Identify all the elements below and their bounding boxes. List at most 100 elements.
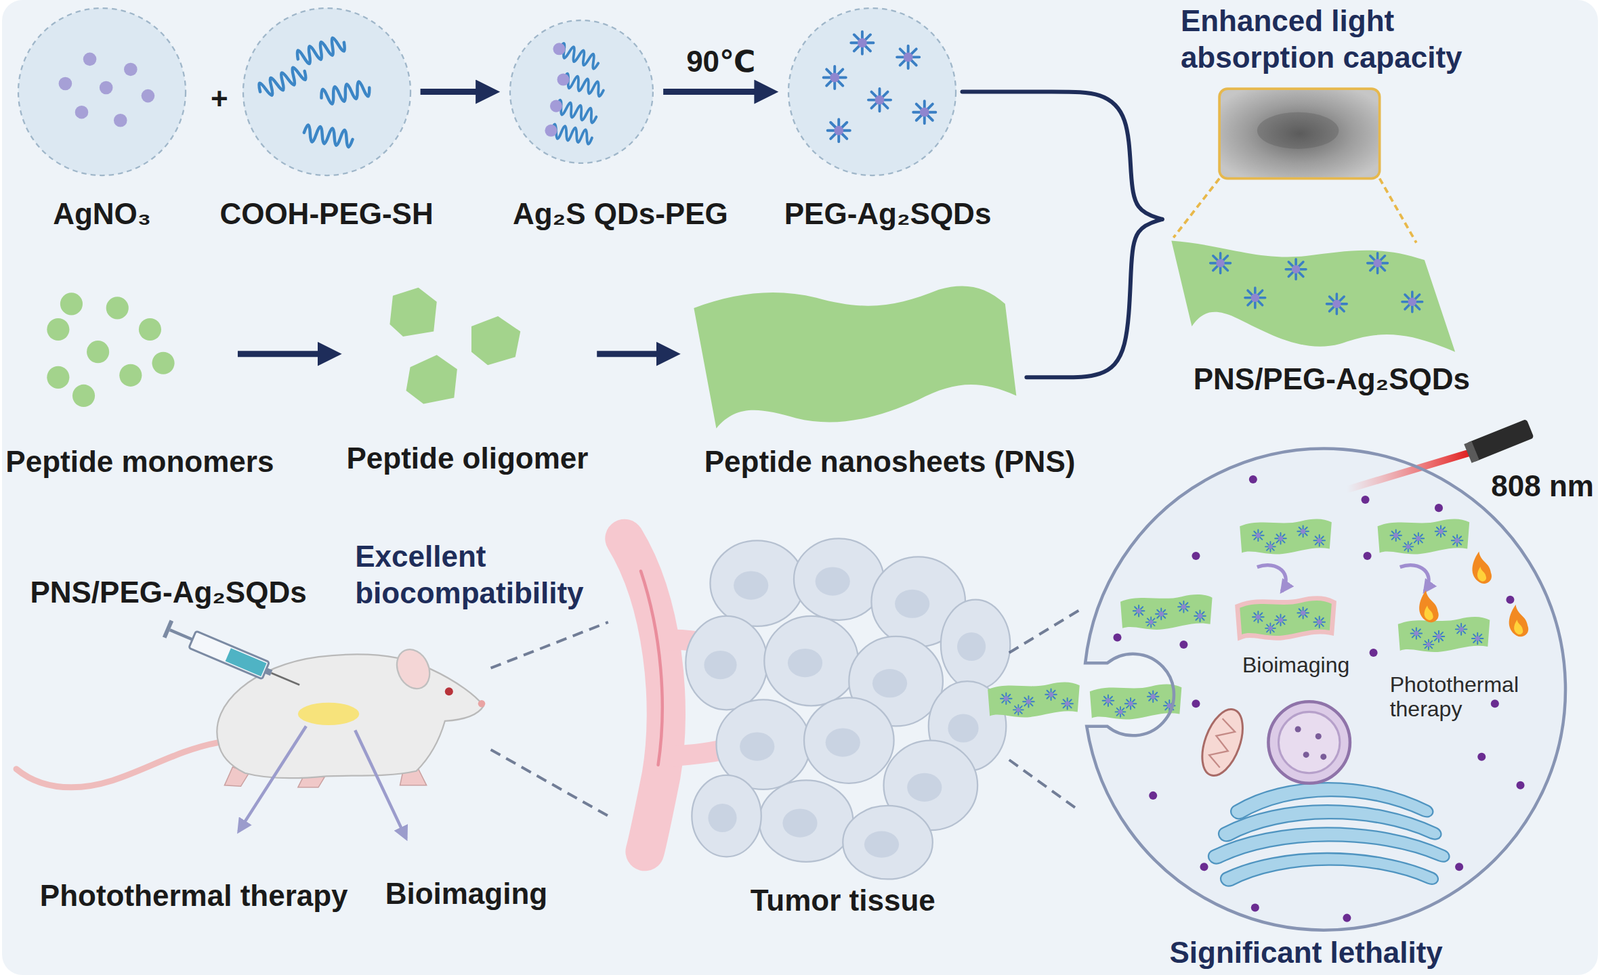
peptide-monomer (46, 366, 70, 389)
tumor-cell (764, 616, 859, 707)
nanosheet-particle (1239, 600, 1332, 637)
peg-chain (295, 34, 347, 67)
composite-nanosheet (1245, 287, 1266, 309)
silver-ion (1251, 904, 1260, 913)
nucleus (1295, 726, 1302, 733)
tumor-cell (759, 780, 854, 863)
silver-ion (1455, 862, 1464, 872)
node-label: Bioimaging (1242, 653, 1350, 679)
nanosheet-particle (1398, 617, 1491, 653)
peptide-monomer (46, 318, 70, 341)
peptide-oligomer (406, 354, 458, 404)
node-label: Tumor tissue (750, 883, 936, 919)
laser (1463, 440, 1479, 463)
product-circle: Ag₂S QDs-PEG (510, 20, 654, 164)
quantum-dot (850, 31, 874, 55)
node-label: PNS/PEG-Ag₂SQDs (1193, 362, 1470, 397)
reagent-fill (18, 8, 186, 176)
silver-ion (1191, 699, 1200, 708)
tumor-cell (804, 697, 895, 784)
silver-ion (1191, 552, 1200, 561)
syringe (225, 648, 267, 677)
quantum-dot-peg (544, 124, 557, 137)
composite-nanosheet (1326, 293, 1347, 315)
silver-ion (1434, 503, 1443, 513)
annotation-label: Bioimaging (385, 877, 549, 912)
cycle-arrow (1400, 565, 1429, 593)
silver-ion (99, 81, 114, 95)
quantum-dot (823, 31, 937, 143)
syringe (271, 673, 301, 686)
nucleus (1278, 711, 1340, 773)
nanosheet-particle (987, 682, 1080, 718)
silver-ion (58, 77, 73, 91)
merge-brace (1026, 219, 1162, 378)
nanosheet-particle (1239, 518, 1332, 555)
composite-nanosheet (1367, 253, 1388, 274)
syringe (188, 631, 270, 680)
cycle-arrow (1257, 565, 1429, 593)
tem-image (1219, 88, 1380, 179)
node-label: Peptide oligomer (346, 441, 588, 477)
silver-ion (1477, 753, 1486, 762)
node-label: PNS/PEG-Ag₂SQDs (29, 575, 307, 611)
tem-image (1173, 88, 1417, 243)
tumor-nucleus (947, 713, 979, 743)
tumor-cell (793, 538, 884, 621)
blood-vessel (624, 538, 666, 852)
mitochondrion (1194, 704, 1251, 782)
peptide-stage: Peptide oligomer (346, 285, 593, 414)
circle-outline (18, 8, 186, 176)
tumor-cell (842, 806, 933, 880)
nucleus (1320, 753, 1327, 761)
silver-ion (1249, 475, 1258, 484)
node-label: PEG-Ag₂SQDs (784, 197, 992, 232)
syringe (264, 667, 273, 677)
node-label: Significant lethality (1169, 936, 1443, 970)
quantum-dot (896, 46, 920, 69)
mouse-illustration (298, 703, 360, 726)
mouse-illustration (16, 644, 486, 788)
peptide-monomer (106, 296, 129, 320)
reagent-circle: COOH-PEG-SH (243, 8, 411, 176)
heat-flame (1419, 590, 1439, 623)
silver-ion (113, 113, 128, 128)
composite-nanosheet (1171, 240, 1456, 352)
zoom-line (1009, 760, 1080, 811)
pointer-arrow (238, 726, 306, 832)
silver-ion (1200, 862, 1209, 872)
nanosheet-particle (1239, 600, 1332, 637)
quantum-dot (823, 66, 847, 89)
zoom-line (491, 749, 609, 817)
laser (1463, 419, 1534, 464)
syringe (170, 629, 193, 640)
node-label: COOH-PEG-SH (219, 197, 433, 232)
quantum-dot (868, 88, 891, 112)
circle-outline (243, 8, 411, 176)
node-label: Peptide monomers (5, 445, 274, 480)
mouse-model: PNS/PEG-Ag₂SQDs (12, 642, 487, 796)
peptide-oligomer (471, 316, 521, 366)
cycle-arrow (1257, 565, 1286, 593)
peptide-monomer (60, 292, 83, 315)
tumor-nucleus (894, 590, 930, 619)
tumor-nucleus (825, 728, 861, 757)
peptide-monomer (46, 292, 175, 408)
silver-ion (1148, 791, 1157, 800)
tumor-nucleus (703, 650, 737, 680)
annotation-label: Photothermal therapy (39, 879, 349, 914)
annotation-label: 808 nm (1490, 469, 1594, 504)
mouse-illustration (390, 644, 436, 695)
peptide-oligomer (389, 287, 521, 405)
mitochondrion (1206, 718, 1238, 769)
tumor-nucleus (815, 566, 851, 596)
tumor-nucleus (957, 632, 986, 662)
peg-chain (256, 63, 309, 99)
tumor-cell (709, 540, 805, 627)
quantum-dot-peg (544, 42, 570, 137)
nucleus (1295, 726, 1328, 761)
nanosheet-particle (1377, 518, 1470, 555)
